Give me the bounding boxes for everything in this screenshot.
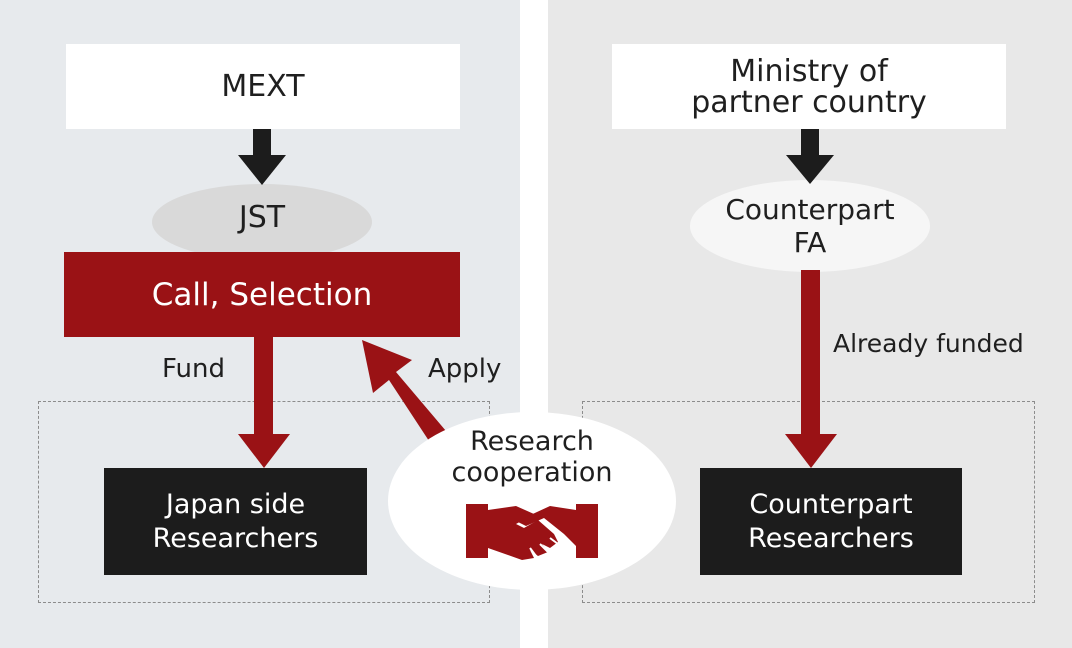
handshake-icon xyxy=(466,504,598,560)
japan-researchers-box: Japan side Researchers xyxy=(104,468,367,575)
call-selection-label: Call, Selection xyxy=(151,276,373,313)
mext-label: MEXT xyxy=(221,69,305,104)
already-funded-arrow xyxy=(785,270,837,468)
apply-arrow xyxy=(362,340,446,444)
apply-label: Apply xyxy=(428,354,502,384)
counterpart-fa-ellipse: Counterpart FA xyxy=(690,180,930,272)
fund-arrow xyxy=(238,337,290,468)
fund-label: Fund xyxy=(162,354,225,384)
already-funded-label: Already funded xyxy=(833,329,1024,358)
call-selection-box: Call, Selection xyxy=(64,252,460,337)
research-cooperation-label: Research cooperation xyxy=(451,426,613,488)
ministry-to-fa-arrow xyxy=(786,129,834,184)
jst-label: JST xyxy=(238,199,286,235)
partner-ministry-label: Ministry of partner country xyxy=(691,53,927,120)
counterpart-researchers-box: Counterpart Researchers xyxy=(700,468,962,575)
japan-researchers-label: Japan side Researchers xyxy=(152,488,319,554)
mext-to-jst-arrow xyxy=(238,129,286,185)
counterpart-researchers-label: Counterpart Researchers xyxy=(748,488,914,554)
jst-ellipse: JST xyxy=(152,184,372,260)
counterpart-fa-label: Counterpart FA xyxy=(725,193,895,259)
partner-ministry-box: Ministry of partner country xyxy=(612,44,1006,129)
mext-box: MEXT xyxy=(66,44,460,129)
research-cooperation-ellipse: Research cooperation xyxy=(388,412,676,590)
